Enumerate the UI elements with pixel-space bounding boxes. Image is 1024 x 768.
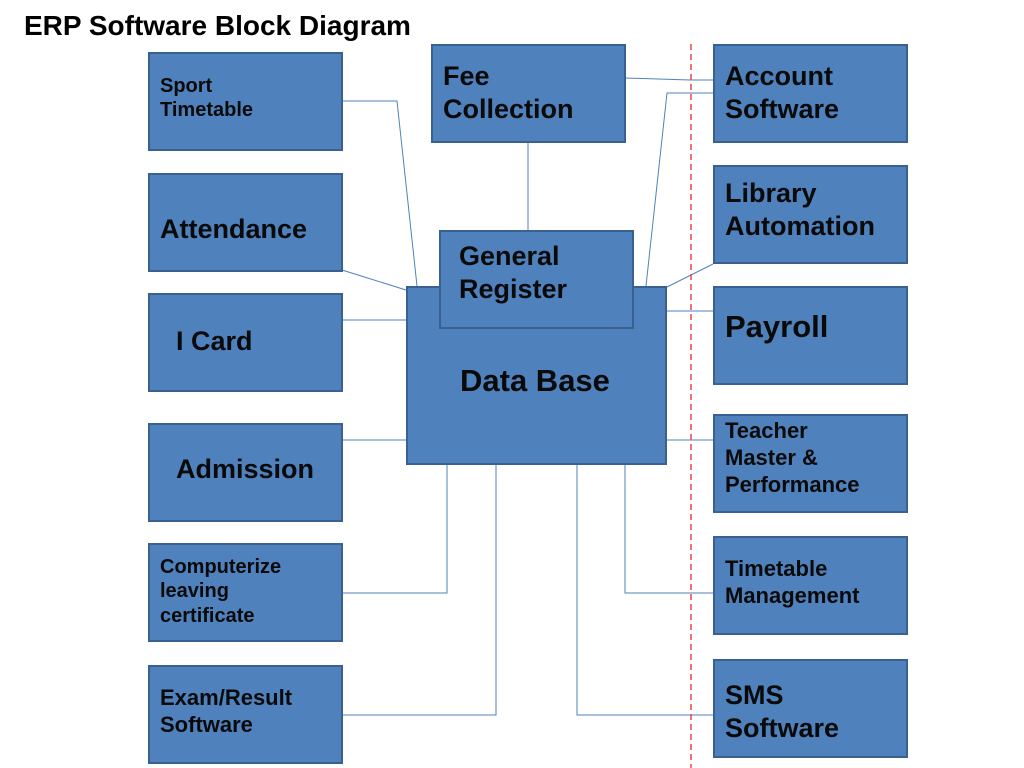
connector-sport-timetable xyxy=(342,100,418,287)
connector-account-software xyxy=(645,92,713,287)
block-sport-timetable: Sport Timetable xyxy=(148,52,343,151)
block-teacher-master: Teacher Master & Performance xyxy=(713,414,908,513)
block-icard: I Card xyxy=(148,293,343,392)
block-leaving-certificate: Computerize leaving certificate xyxy=(148,543,343,642)
connector-fee-account xyxy=(624,77,713,81)
connector-timetable-mgmt xyxy=(624,465,713,594)
connector-library xyxy=(666,263,714,288)
block-admission: Admission xyxy=(148,423,343,522)
block-payroll: Payroll xyxy=(713,286,908,385)
database-label: Data Base xyxy=(460,363,610,398)
block-sms-software: SMS Software xyxy=(713,659,908,758)
block-timetable-management: Timetable Management xyxy=(713,536,908,635)
block-exam-result: Exam/Result Software xyxy=(148,665,343,764)
block-account-software: Account Software xyxy=(713,44,908,143)
block-general-register: General Register xyxy=(439,230,634,329)
block-library-automation: Library Automation xyxy=(713,165,908,264)
connector-exam-result xyxy=(342,465,497,716)
block-fee-collection: Fee Collection xyxy=(431,44,626,143)
block-attendance: Attendance xyxy=(148,173,343,272)
diagram-title: ERP Software Block Diagram xyxy=(24,10,411,41)
connector-leaving-certificate xyxy=(342,465,448,594)
connector-attendance xyxy=(341,269,407,291)
connector-sms xyxy=(576,465,713,716)
